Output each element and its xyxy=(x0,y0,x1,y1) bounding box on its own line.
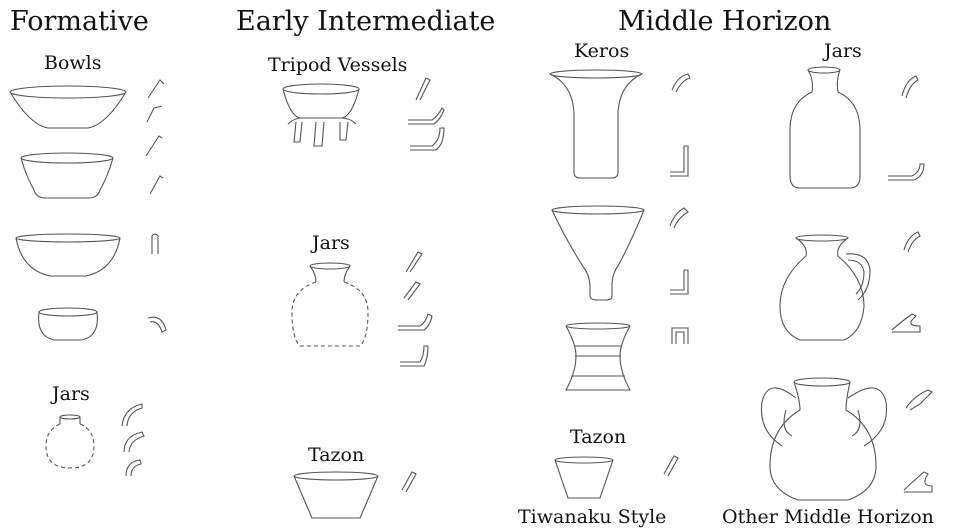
label-formative-bowls: Bowls xyxy=(44,52,102,74)
mh-kero-2-profiles xyxy=(669,207,689,295)
period-early-intermediate: Early Intermediate xyxy=(236,6,496,37)
label-mh-keros: Keros xyxy=(574,40,630,62)
formative-bowl-3 xyxy=(15,233,121,277)
formative-bowl-2-profiles xyxy=(145,135,164,195)
label-ei-tazon: Tazon xyxy=(308,444,365,466)
mh-kero-3-profile xyxy=(671,327,689,344)
mh-kero-2 xyxy=(551,205,645,301)
formative-bowl-2 xyxy=(20,152,114,199)
label-ei-tripod-vessels: Tripod Vessels xyxy=(268,54,408,76)
formative-bowl-1 xyxy=(9,85,127,129)
mh-jar-2-profiles xyxy=(891,231,921,333)
formative-bowl-4 xyxy=(38,307,98,341)
label-other-middle-horizon: Other Middle Horizon xyxy=(722,506,934,528)
mh-jar-2 xyxy=(779,234,871,341)
label-ei-jars: Jars xyxy=(312,232,350,254)
formative-bowl-1-profiles xyxy=(146,79,165,123)
formative-jar-profiles xyxy=(121,403,145,477)
label-mh-tazon: Tazon xyxy=(570,426,627,448)
mh-kero-1 xyxy=(549,69,643,179)
formative-bowl-3-profile xyxy=(151,233,159,254)
ei-tazon xyxy=(293,471,379,519)
ei-tripod-profiles xyxy=(408,77,445,151)
formative-jar xyxy=(45,414,95,469)
mh-jar-1-profiles xyxy=(888,75,925,181)
period-middle-horizon: Middle Horizon xyxy=(618,6,832,37)
mh-tazon-profile xyxy=(663,455,679,477)
ei-tripod-vessel xyxy=(282,83,360,147)
ei-jar-profiles xyxy=(398,251,433,367)
label-formative-jars: Jars xyxy=(52,383,90,405)
period-formative: Formative xyxy=(10,6,149,37)
ei-tazon-profile xyxy=(401,471,417,493)
formative-bowl-4-profile xyxy=(147,316,167,333)
ei-jar xyxy=(291,262,369,347)
label-mh-jars: Jars xyxy=(824,40,862,62)
mh-jar-3-profiles xyxy=(903,389,933,493)
label-tiwanaku-style: Tiwanaku Style xyxy=(518,506,667,528)
mh-jar-1 xyxy=(789,66,861,189)
mh-jar-3 xyxy=(760,377,888,501)
mh-tazon xyxy=(554,456,614,499)
mh-kero-3 xyxy=(565,322,631,391)
mh-kero-1-profiles xyxy=(670,73,691,177)
